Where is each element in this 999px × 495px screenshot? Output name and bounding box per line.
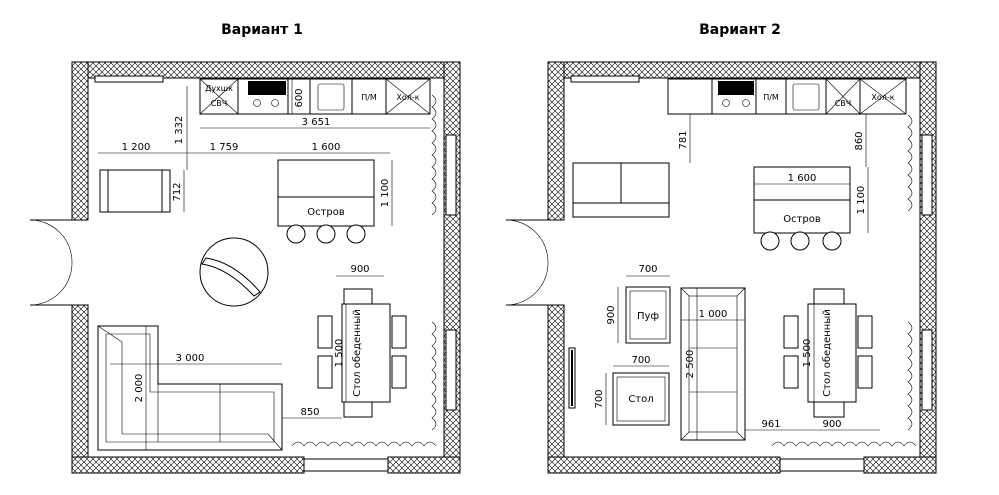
sofa-to-dining-dim: 961 [761,419,780,430]
sofa-to-island-dim: 1 759 [210,142,239,153]
island-label: Остров [307,207,345,218]
hob-icon [718,81,754,95]
sofa-to-table-dim: 850 [300,407,319,418]
wall-to-sofa-dim: 1 332 [174,116,185,145]
dining-width-dim: 900 [822,419,841,430]
corner-sofa [97,325,283,451]
counter-to-island-dim: 860 [854,131,865,150]
swivel-chair-icon [199,237,269,307]
variant-2-title: Вариант 2 [699,22,781,38]
entrance-door [29,219,73,306]
kitchen-island: Остров [277,159,375,244]
microwave-label: СВЧ [211,99,228,108]
table-width-dim: 900 [350,264,369,275]
coffee-table: Стол [612,372,670,426]
sofa-upper [572,162,670,218]
island-depth-dim: 1 100 [856,186,867,215]
kitchen-counter: П/М СВЧ Хол-к [667,78,907,115]
sink-icon [317,83,345,111]
window-bottom [303,458,389,472]
wall-bottom-left [547,456,781,474]
corner-sofa-depth-dim: 2 000 [134,374,145,403]
dining-table: Стол обеденный [317,288,407,418]
wall-to-sofa-dim: 781 [678,130,689,149]
sink-icon [792,83,820,111]
kitchen-island: Остров [753,166,851,251]
island-width-dim: 1 600 [788,173,817,184]
dining-length-dim: 1 500 [802,339,813,368]
wall-bottom-left [71,456,305,474]
wall-left-lower [71,304,89,474]
radiator-bottom [291,441,437,447]
small-sofa [99,169,171,213]
pouf-depth-dim: 900 [606,305,617,324]
dishwasher-label: П/М [763,93,779,102]
wall-left-upper [71,61,89,221]
wall-right [443,61,461,474]
variant-2: Вариант 2 [505,22,937,474]
window-top [570,75,640,83]
wall-bottom-right [387,456,461,474]
sofa-length-dim: 2 500 [685,350,696,379]
table-length-dim: 1 500 [334,339,345,368]
fridge-label: Хол-к [871,93,894,102]
radiator-right-upper [907,114,913,212]
island-label: Остров [783,214,821,225]
counter-width-dim: 3 651 [302,117,331,128]
sofa-depth-dim: 712 [172,182,183,201]
dining-table: Стол обеденный [783,288,873,418]
entrance-door [505,219,549,306]
counter-depth-dim: 600 [294,88,305,107]
radiator-bottom [771,441,917,447]
island-depth-dim: 1 100 [380,179,391,208]
window-right-upper [445,134,457,216]
pouf-label: Пуф [637,311,659,322]
pouf: Пуф [625,286,671,344]
radiator-right-lower [431,321,437,431]
window-right-upper [921,134,933,216]
variant-1: Вариант 1 [29,22,461,474]
kitchen-counter: Духшк СВЧ П/М Хол-к [199,78,431,115]
oven-label: Духшк [205,84,233,93]
wall-bottom-right [863,456,937,474]
pouf-width-dim: 700 [638,264,657,275]
fridge-label: Хол-к [396,93,419,102]
island-width-dim: 1 600 [312,142,341,153]
window-right-lower [445,329,457,411]
window-top [94,75,164,83]
table-depth-dim: 700 [594,389,605,408]
wall-right [919,61,937,474]
variant-1-title: Вариант 1 [221,22,303,38]
wall-left-upper [547,61,565,221]
long-sofa [680,287,746,441]
dining-table-label: Стол обеденный [352,309,363,396]
sofa-width-dim: 1 200 [122,142,151,153]
microwave-label: СВЧ [835,99,852,108]
table-width-dim: 700 [631,355,650,366]
window-right-lower [921,329,933,411]
wall-left-lower [547,304,565,474]
hob-icon [248,81,286,95]
dining-table-label: Стол обеденный [822,309,833,396]
dishwasher-label: П/М [361,93,377,102]
window-bottom [779,458,865,472]
sofa-depth-dim: 1 000 [699,309,728,320]
table-label: Стол [628,394,653,405]
corner-sofa-width-dim: 3 000 [176,353,205,364]
radiator-right-lower [907,321,913,431]
radiator-right-upper [431,94,437,216]
